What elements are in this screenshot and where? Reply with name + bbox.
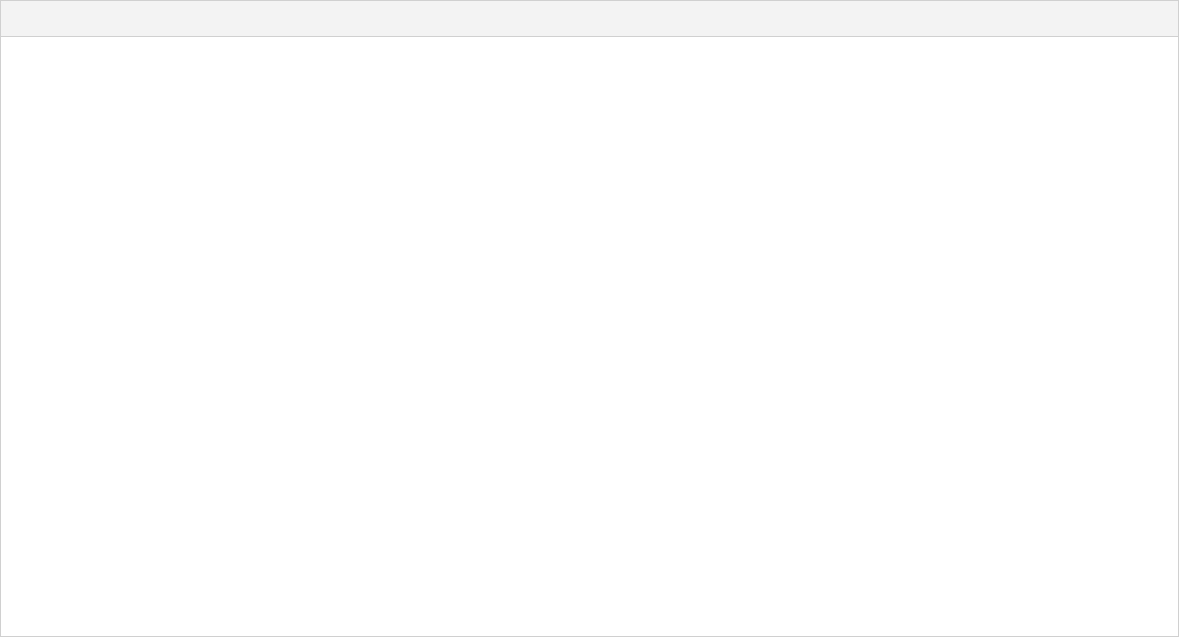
- main-content: [1, 37, 1178, 636]
- title-bar: [1, 1, 1178, 37]
